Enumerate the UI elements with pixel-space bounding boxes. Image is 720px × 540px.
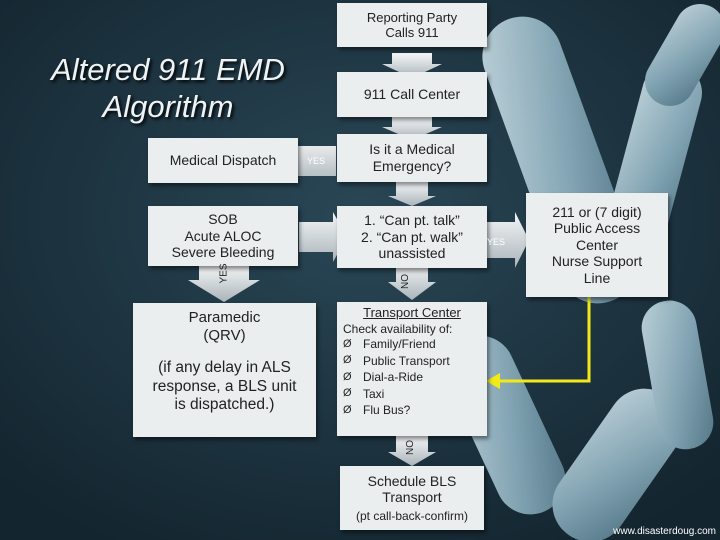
medical-emergency-line-1: Is it a Medical xyxy=(369,141,455,158)
nurse-line-box: 211 or (7 digit) Public Access Center Nu… xyxy=(526,193,668,297)
reporting-party-box: Reporting Party Calls 911 xyxy=(337,3,487,47)
page-title: Altered 911 EMD Algorithm xyxy=(28,52,308,125)
bullet-arrow-icon: Ø xyxy=(343,354,352,367)
arrow-down-2 xyxy=(382,117,442,140)
yes-label-sob: YES xyxy=(218,263,230,284)
feedback-arrow-line xyxy=(498,297,591,383)
bullet-arrow-icon: Ø xyxy=(343,370,352,383)
yes-label-dispatch: YES xyxy=(307,156,326,166)
talk-walk-box: 1. “Can pt. talk” 2. “Can pt. walk” unas… xyxy=(337,206,487,268)
call-center-box: 911 Call Center xyxy=(337,72,487,117)
schedule-bls-box: Schedule BLS Transport (pt call-back-con… xyxy=(340,466,484,530)
talk-walk-line-3: unassisted xyxy=(378,245,446,262)
paramedic-box: Paramedic (QRV) (if any delay in ALS res… xyxy=(133,303,316,437)
transport-option-label: Family/Friend xyxy=(363,337,436,351)
sob-line-3: Severe Bleeding xyxy=(171,244,275,261)
transport-option: Ø Flu Bus? xyxy=(343,402,487,419)
talk-walk-line-1: 1. “Can pt. talk” xyxy=(364,212,460,229)
bullet-arrow-icon: Ø xyxy=(343,387,352,400)
nurse-line-line-4: Nurse Support xyxy=(551,253,643,270)
transport-option-label: Public Transport xyxy=(363,353,450,368)
transport-option-label: Flu Bus? xyxy=(363,403,411,418)
reporting-party-line-2: Calls 911 xyxy=(385,25,439,40)
bullet-arrow-icon: Ø xyxy=(343,337,352,350)
medical-dispatch-box: Medical Dispatch xyxy=(148,138,298,183)
arrow-talk-to-nurse xyxy=(481,212,529,268)
call-center-label: 911 Call Center xyxy=(363,86,461,103)
medical-emergency-line-2: Emergency? xyxy=(372,158,452,174)
transport-option: Ø Dial-a-Ride xyxy=(343,369,487,386)
reporting-party-line-1: Reporting Party xyxy=(366,9,458,25)
bullet-arrow-icon: Ø xyxy=(343,403,352,416)
transport-center-intro: Check availability of: xyxy=(343,322,453,336)
transport-center-box: Transport Center Check availability of: … xyxy=(337,302,487,436)
als-note-line-3: is dispatched.) xyxy=(174,395,275,413)
transport-option: Ø Taxi xyxy=(343,386,487,403)
medical-dispatch-label: Medical Dispatch xyxy=(169,152,277,169)
yes-label-nurse: YES xyxy=(487,237,506,247)
feedback-arrow-head xyxy=(486,373,500,389)
nurse-line-line-1: 211 or (7 digit) xyxy=(552,203,642,220)
transport-option: Ø Public Transport xyxy=(343,353,487,370)
title-line-1: Altered 911 EMD xyxy=(51,52,285,87)
sob-box: SOB Acute ALOC Severe Bleeding xyxy=(148,206,298,266)
medical-emergency-box: Is it a Medical Emergency? xyxy=(337,134,487,182)
schedule-bls-note: (pt call-back-confirm) xyxy=(355,508,469,523)
talk-walk-line-2: 2. “Can pt. walk” xyxy=(361,228,463,245)
title-line-2: Algorithm xyxy=(102,88,234,124)
als-note-line-1: (if any delay in ALS xyxy=(158,359,291,377)
arrow-talk-to-transport xyxy=(388,263,436,300)
no-label-transport: NO xyxy=(405,440,416,455)
arrow-transport-to-bls xyxy=(388,436,436,466)
transport-option-label: Taxi xyxy=(363,386,385,401)
arrow-sob-to-paramedic xyxy=(188,265,260,302)
paramedic-line-1: Paramedic xyxy=(188,309,261,326)
no-label-talk: NO xyxy=(400,274,411,289)
nurse-line-line-2: Public Access xyxy=(553,220,641,237)
transport-option: Ø Family/Friend xyxy=(343,336,487,353)
schedule-bls-line-2: Transport xyxy=(382,489,442,506)
als-note: (if any delay in ALS response, a BLS uni… xyxy=(133,359,316,414)
sob-line-1: SOB xyxy=(208,211,238,228)
transport-option-label: Dial-a-Ride xyxy=(363,370,424,385)
arrow-sob-to-talk xyxy=(299,212,347,262)
nurse-line-line-5: Line xyxy=(583,269,611,286)
arrow-down-3 xyxy=(388,182,436,206)
transport-center-heading: Transport Center xyxy=(363,305,461,320)
paramedic-line-2: (QRV) xyxy=(203,326,246,344)
website-credit: www.disasterdoug.com xyxy=(613,526,716,537)
schedule-bls-line-1: Schedule BLS xyxy=(367,472,457,489)
als-note-line-2: response, a BLS unit xyxy=(152,377,297,395)
sob-line-2: Acute ALOC xyxy=(184,227,262,244)
nurse-line-line-3: Center xyxy=(575,236,619,253)
arrow-down-1 xyxy=(382,53,442,78)
